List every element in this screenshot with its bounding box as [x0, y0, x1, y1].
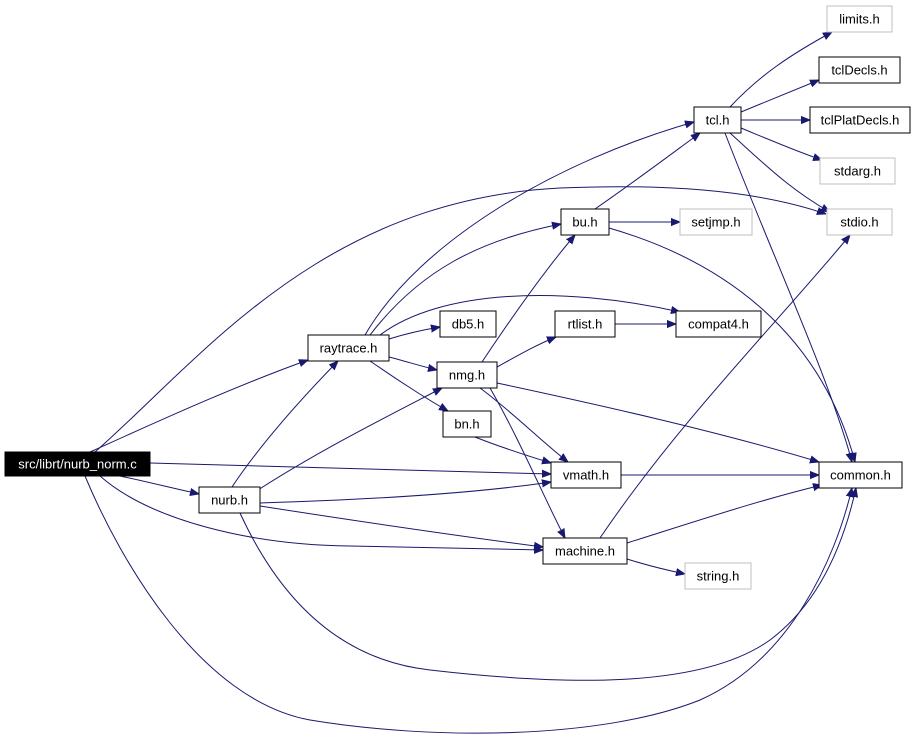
edge-bn-h-to-vmath-h	[474, 436, 551, 463]
edge-raytrace-h-to-bu-h	[369, 224, 561, 336]
node-box	[826, 5, 893, 33]
edge-tcl-h-to-common-h	[724, 132, 852, 462]
node-label: nmg.h	[449, 368, 485, 383]
node-tclPlatDecls-h[interactable]: tclPlatDecls.h	[809, 106, 911, 134]
node-label: tclPlatDecls.h	[821, 113, 900, 128]
node-box	[542, 537, 628, 565]
node-box	[307, 334, 390, 362]
node-label: string.h	[697, 569, 740, 584]
node-limits-h[interactable]: limits.h	[826, 5, 893, 33]
node-label: nurb.h	[211, 493, 248, 508]
edge-raytrace-h-to-tcl-h	[364, 122, 694, 336]
node-bu-h[interactable]: bu.h	[560, 208, 610, 236]
node-label: db5.h	[452, 317, 485, 332]
edge-tcl-h-to-limits-h	[729, 32, 832, 108]
node-label: bn.h	[454, 417, 479, 432]
edge-nurb-h-to-vmath-h	[259, 482, 551, 504]
node-stdio-h[interactable]: stdio.h	[826, 208, 893, 236]
node-machine-h[interactable]: machine.h	[542, 537, 628, 565]
node-box	[4, 451, 151, 477]
node-vmath-h[interactable]: vmath.h	[550, 461, 622, 489]
node-box	[809, 106, 911, 134]
node-box	[442, 410, 492, 438]
edge-machine-h-to-string-h	[626, 558, 685, 574]
edge-tcl-h-to-stdarg-h	[740, 127, 822, 160]
node-label: vmath.h	[563, 468, 609, 483]
edge-nmg-h-to-machine-h	[489, 387, 565, 538]
node-bn-h[interactable]: bn.h	[442, 410, 492, 438]
node-box	[684, 562, 752, 590]
node-label: machine.h	[555, 544, 615, 559]
edge-bu-h-to-tcl-h	[594, 133, 700, 210]
node-box	[826, 208, 893, 236]
node-label: tclDecls.h	[831, 63, 887, 78]
node-label: common.h	[830, 468, 891, 483]
node-nurb-norm-c[interactable]: src/librt/nurb_norm.c	[4, 451, 151, 477]
edges	[84, 32, 856, 734]
node-nurb-h[interactable]: nurb.h	[198, 486, 261, 514]
edge-raytrace-h-to-compat4-h	[379, 294, 680, 336]
edge-raytrace-h-to-nmg-h	[388, 356, 437, 370]
node-label: compat4.h	[688, 317, 749, 332]
node-string-h[interactable]: string.h	[684, 562, 752, 590]
node-rtlist-h[interactable]: rtlist.h	[554, 310, 616, 338]
edge-nurb-norm-c-to-common-h	[84, 475, 852, 734]
node-raytrace-h[interactable]: raytrace.h	[307, 334, 390, 362]
edge-raytrace-h-to-db5-h	[388, 327, 440, 340]
node-label: stdio.h	[840, 215, 878, 230]
edge-nurb-h-to-nmg-h	[257, 388, 442, 491]
node-label: setjmp.h	[691, 215, 740, 230]
node-common-h[interactable]: common.h	[818, 461, 903, 489]
node-box	[693, 106, 742, 134]
node-box	[560, 208, 610, 236]
node-box	[818, 461, 903, 489]
node-label: stdarg.h	[834, 164, 881, 179]
edge-machine-h-to-common-h	[626, 485, 822, 544]
node-tclDecls-h[interactable]: tclDecls.h	[818, 56, 901, 84]
edge-nurb-norm-c-to-stdio-h	[94, 186, 826, 453]
node-box	[819, 157, 896, 185]
node-box	[675, 310, 762, 338]
node-label: rtlist.h	[568, 317, 603, 332]
node-db5-h[interactable]: db5.h	[439, 310, 497, 338]
edge-nurb-norm-c-to-machine-h	[99, 475, 543, 550]
node-box	[679, 208, 753, 236]
node-label: raytrace.h	[320, 341, 378, 356]
node-box	[436, 361, 498, 389]
node-label: tcl.h	[706, 113, 730, 128]
edge-nurb-norm-c-to-nurb-h	[119, 475, 199, 494]
edge-nurb-h-to-machine-h	[259, 505, 543, 547]
node-label: bu.h	[572, 215, 597, 230]
edge-machine-h-to-stdio-h	[599, 235, 850, 539]
edge-nurb-h-to-raytrace-h	[231, 361, 338, 488]
node-compat4-h[interactable]: compat4.h	[675, 310, 762, 338]
edge-nurb-norm-c-to-raytrace-h	[89, 360, 308, 453]
edge-nurb-norm-c-to-vmath-h	[149, 462, 551, 474]
node-box	[818, 56, 901, 84]
edge-tcl-h-to-tclDecls-h	[740, 80, 819, 113]
nodes: src/librt/nurb_norm.c raytrace.h nurb.h tcl…	[4, 5, 911, 590]
node-box	[198, 486, 261, 514]
node-label: src/librt/nurb_norm.c	[18, 457, 137, 472]
node-setjmp-h[interactable]: setjmp.h	[679, 208, 753, 236]
node-box	[554, 310, 616, 338]
edge-nmg-h-to-vmath-h	[479, 387, 568, 462]
node-label: limits.h	[839, 12, 879, 27]
node-stdarg-h[interactable]: stdarg.h	[819, 157, 896, 185]
edge-nmg-h-to-common-h	[496, 382, 819, 462]
node-nmg-h[interactable]: nmg.h	[436, 361, 498, 389]
edge-nmg-h-to-bu-h	[481, 235, 575, 363]
edge-bu-h-to-common-h	[608, 227, 855, 462]
node-box	[550, 461, 622, 489]
node-box	[439, 310, 497, 338]
edge-nmg-h-to-rtlist-h	[496, 336, 556, 368]
node-tcl-h[interactable]: tcl.h	[693, 106, 742, 134]
edge-raytrace-h-to-bn-h	[369, 360, 448, 411]
edge-tcl-h-to-stdio-h	[729, 132, 830, 212]
edge-nurb-h-to-common-h	[239, 488, 856, 681]
